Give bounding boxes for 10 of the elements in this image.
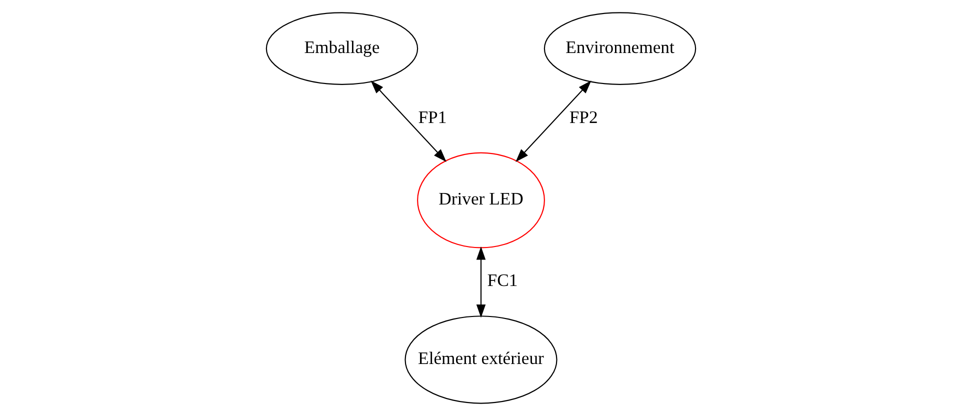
arrow xyxy=(515,80,591,162)
edge-label: FC1 xyxy=(486,270,518,290)
node-ellipse: Emballage xyxy=(265,12,418,85)
arrow xyxy=(476,246,486,318)
node-ellipse: Driver LED xyxy=(416,152,544,248)
edge-label: FP2 xyxy=(568,106,598,127)
arrow xyxy=(370,80,446,162)
node-ellipse: Environnement xyxy=(543,12,696,85)
node-ellipse: Elément extérieur xyxy=(404,316,557,404)
edge-label: FP1 xyxy=(418,106,446,127)
